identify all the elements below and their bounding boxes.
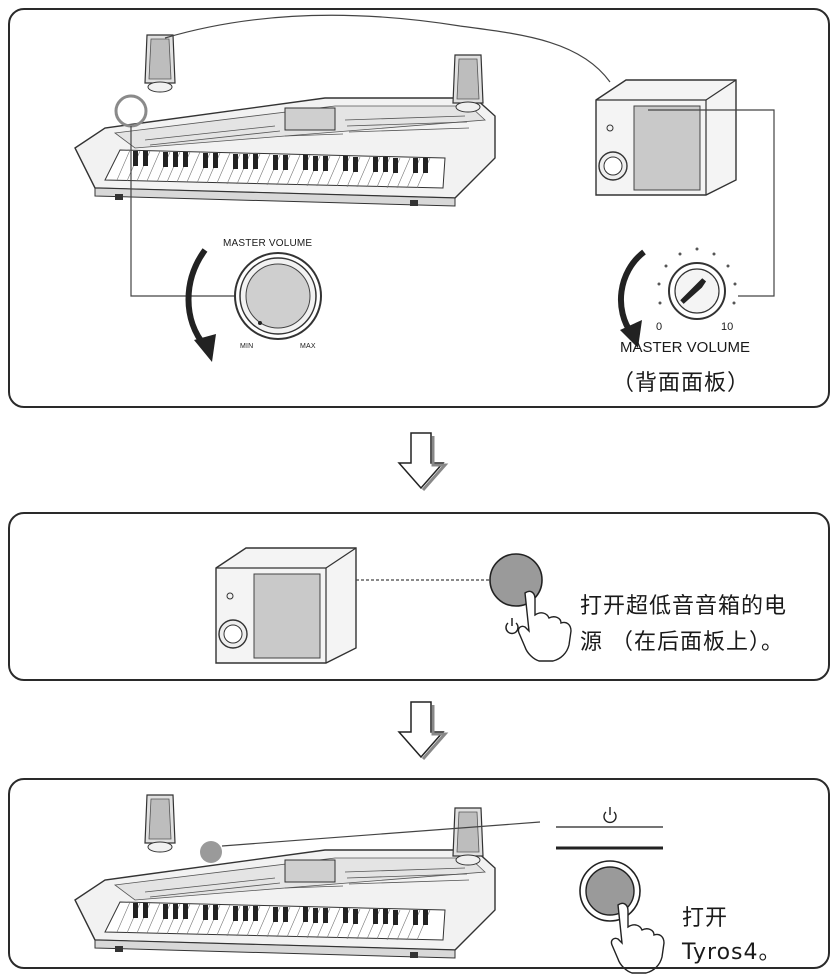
keyboard-min-label: MIN	[240, 343, 254, 350]
sub-dial-min-label: 0	[656, 321, 663, 333]
leader-line-subwoofer	[648, 109, 775, 297]
down-arrow-icon	[397, 431, 447, 492]
step2-instruction-line1: 打开超低音音箱的电	[580, 594, 788, 619]
left-speaker	[144, 34, 176, 93]
speaker-cable	[164, 14, 611, 83]
master-volume-highlight	[114, 94, 148, 128]
down-arrow-icon	[397, 700, 447, 761]
step2-panel	[8, 512, 830, 681]
leader-line-keyboard	[130, 126, 235, 297]
rear-panel-note: （背面面板）	[612, 371, 751, 396]
power-icon	[505, 618, 519, 635]
rotation-arrow-icon	[618, 249, 646, 348]
right-speaker	[452, 54, 484, 113]
step3-instruction-line1: 打开	[682, 906, 729, 931]
sub-dial-max-label: 10	[721, 321, 734, 333]
power-highlight	[200, 841, 222, 863]
subwoofer-volume-dial	[657, 247, 737, 320]
subwoofer	[595, 79, 737, 196]
power-icon	[603, 807, 617, 824]
keyboard-master-volume-knob	[234, 252, 322, 340]
leader-line-tyros-power	[221, 821, 541, 847]
step3-panel	[8, 778, 830, 969]
tyros-keyboard	[74, 97, 496, 207]
rotation-arrow-icon	[185, 248, 216, 362]
sub-master-volume-label: MASTER VOLUME	[620, 339, 751, 356]
keyboard-max-label: MAX	[300, 343, 316, 350]
step2-instruction-line2: 源 （在后面板上）。	[580, 630, 784, 655]
keyboard-master-volume-label: MASTER VOLUME	[223, 238, 313, 249]
step1-panel	[8, 8, 830, 408]
step3-instruction-line2: Tyros4。	[682, 940, 782, 965]
